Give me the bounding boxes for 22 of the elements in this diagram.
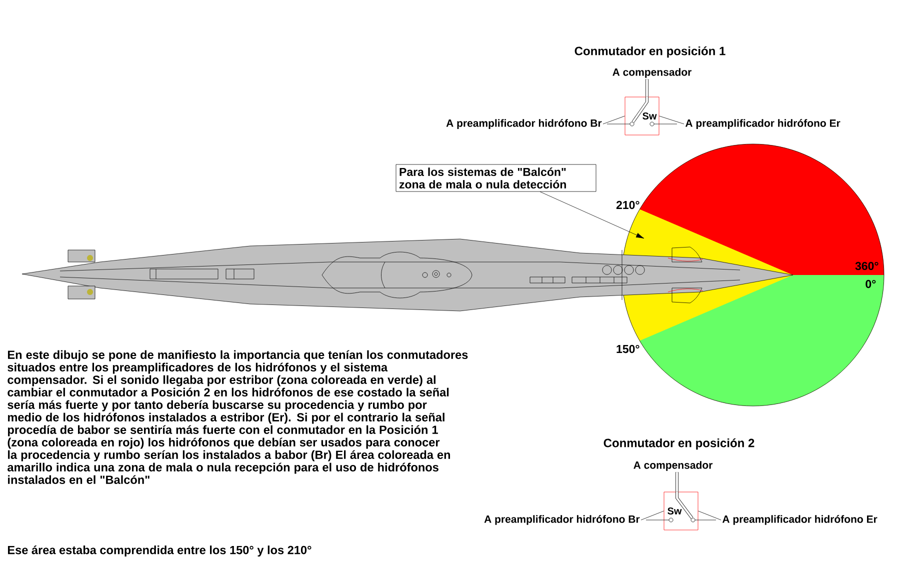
wire xyxy=(602,116,625,124)
terminal-label: A preamplificador hidrófono Br xyxy=(484,515,640,525)
wire xyxy=(640,510,664,520)
leader-line xyxy=(540,192,644,239)
terminal-label: A preamplificador hidrófono Er xyxy=(685,119,840,129)
terminal-label: A compensador xyxy=(612,68,692,78)
description-paragraph: En este dibujo se pone de manifiesto la importancia que tenían los conmutadores situados entre los preamplificadores de los hidrófonos y el sistema compensador. Si el sonido llegaba por estribor (zona coloreada en verde) al cambiar el conmutador a Posición 2 en los hidrófonos de ese costado la señal sería más fuerte y por tanto debería buscarse su procedencia y rumbo por medio de los hidrófonos instalados a estribor (Er). Si por el contrario la señal procedía de babor se sentiría más fuerte con el conmutador en la Posición 1 (zona coloreada en rojo) los hidrófonos que debían ser usados para conocer la procedencia y rumbo serían los instalados a babor (Br) El área coloreada en amarillo indica una zona de mala o nula recepción para el uso de hidrófonos instalados en el "Balcón" xyxy=(8,350,468,484)
angle-label: 210° xyxy=(616,200,640,210)
switch-box: Sw xyxy=(646,492,716,530)
terminal-label: A compensador xyxy=(634,461,712,471)
angle-label: 0° xyxy=(866,280,876,288)
terminal-label: A preamplificador hidrófono Er xyxy=(722,515,878,525)
switch-box: Sw xyxy=(606,96,678,136)
wire xyxy=(659,116,684,124)
submarine-drawing xyxy=(22,238,794,312)
callout-box: Para los sistemas de "Balcón" zona de mala o nula detección xyxy=(396,164,596,192)
wire xyxy=(698,510,722,520)
terminal-label: A preamplificador hidrófono Br xyxy=(446,119,602,129)
wire xyxy=(676,472,678,492)
wire xyxy=(646,79,648,97)
angle-label: 360° xyxy=(855,262,878,270)
description-note: Ese área estaba comprendida entre los 150° y los 210° xyxy=(8,545,312,557)
